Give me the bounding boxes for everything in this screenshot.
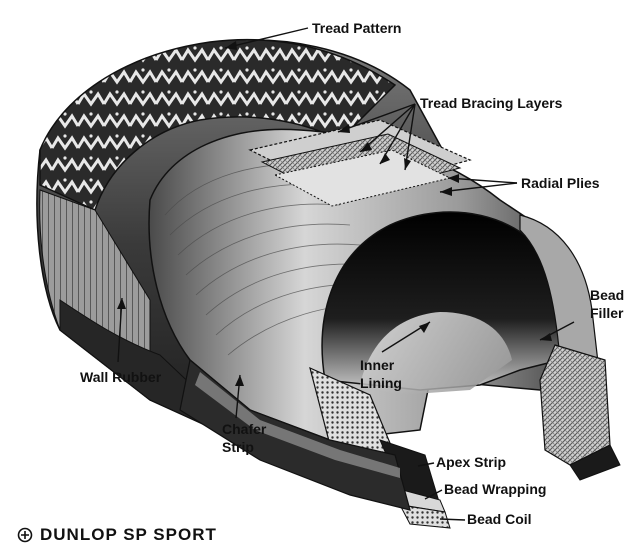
label-wall-rubber: Wall Rubber	[80, 369, 162, 385]
brand-mark: DUNLOP SP SPORT	[19, 525, 217, 544]
label-bead-filler-line2: Filler	[590, 305, 624, 321]
bead-filler-block	[540, 345, 610, 465]
label-bead-coil: Bead Coil	[467, 511, 532, 527]
label-bead-filler-line1: Bead	[590, 287, 624, 303]
tyre-body	[37, 40, 620, 528]
leader-bead-coil	[440, 519, 465, 520]
label-inner-lining-line2: Lining	[360, 375, 402, 391]
dunlop-logo-icon	[19, 529, 32, 542]
label-inner-lining-line1: Inner	[360, 357, 395, 373]
brand-name: DUNLOP SP SPORT	[40, 525, 217, 544]
label-chafer-strip-line2: Strip	[222, 439, 254, 455]
label-tread-bracing-layers: Tread Bracing Layers	[420, 95, 563, 111]
label-radial-plies: Radial Plies	[521, 175, 600, 191]
label-bead-wrapping: Bead Wrapping	[444, 481, 546, 497]
label-tread-pattern: Tread Pattern	[312, 20, 401, 36]
label-chafer-strip-line1: Chafer	[222, 421, 267, 437]
label-apex-strip: Apex Strip	[436, 454, 506, 470]
